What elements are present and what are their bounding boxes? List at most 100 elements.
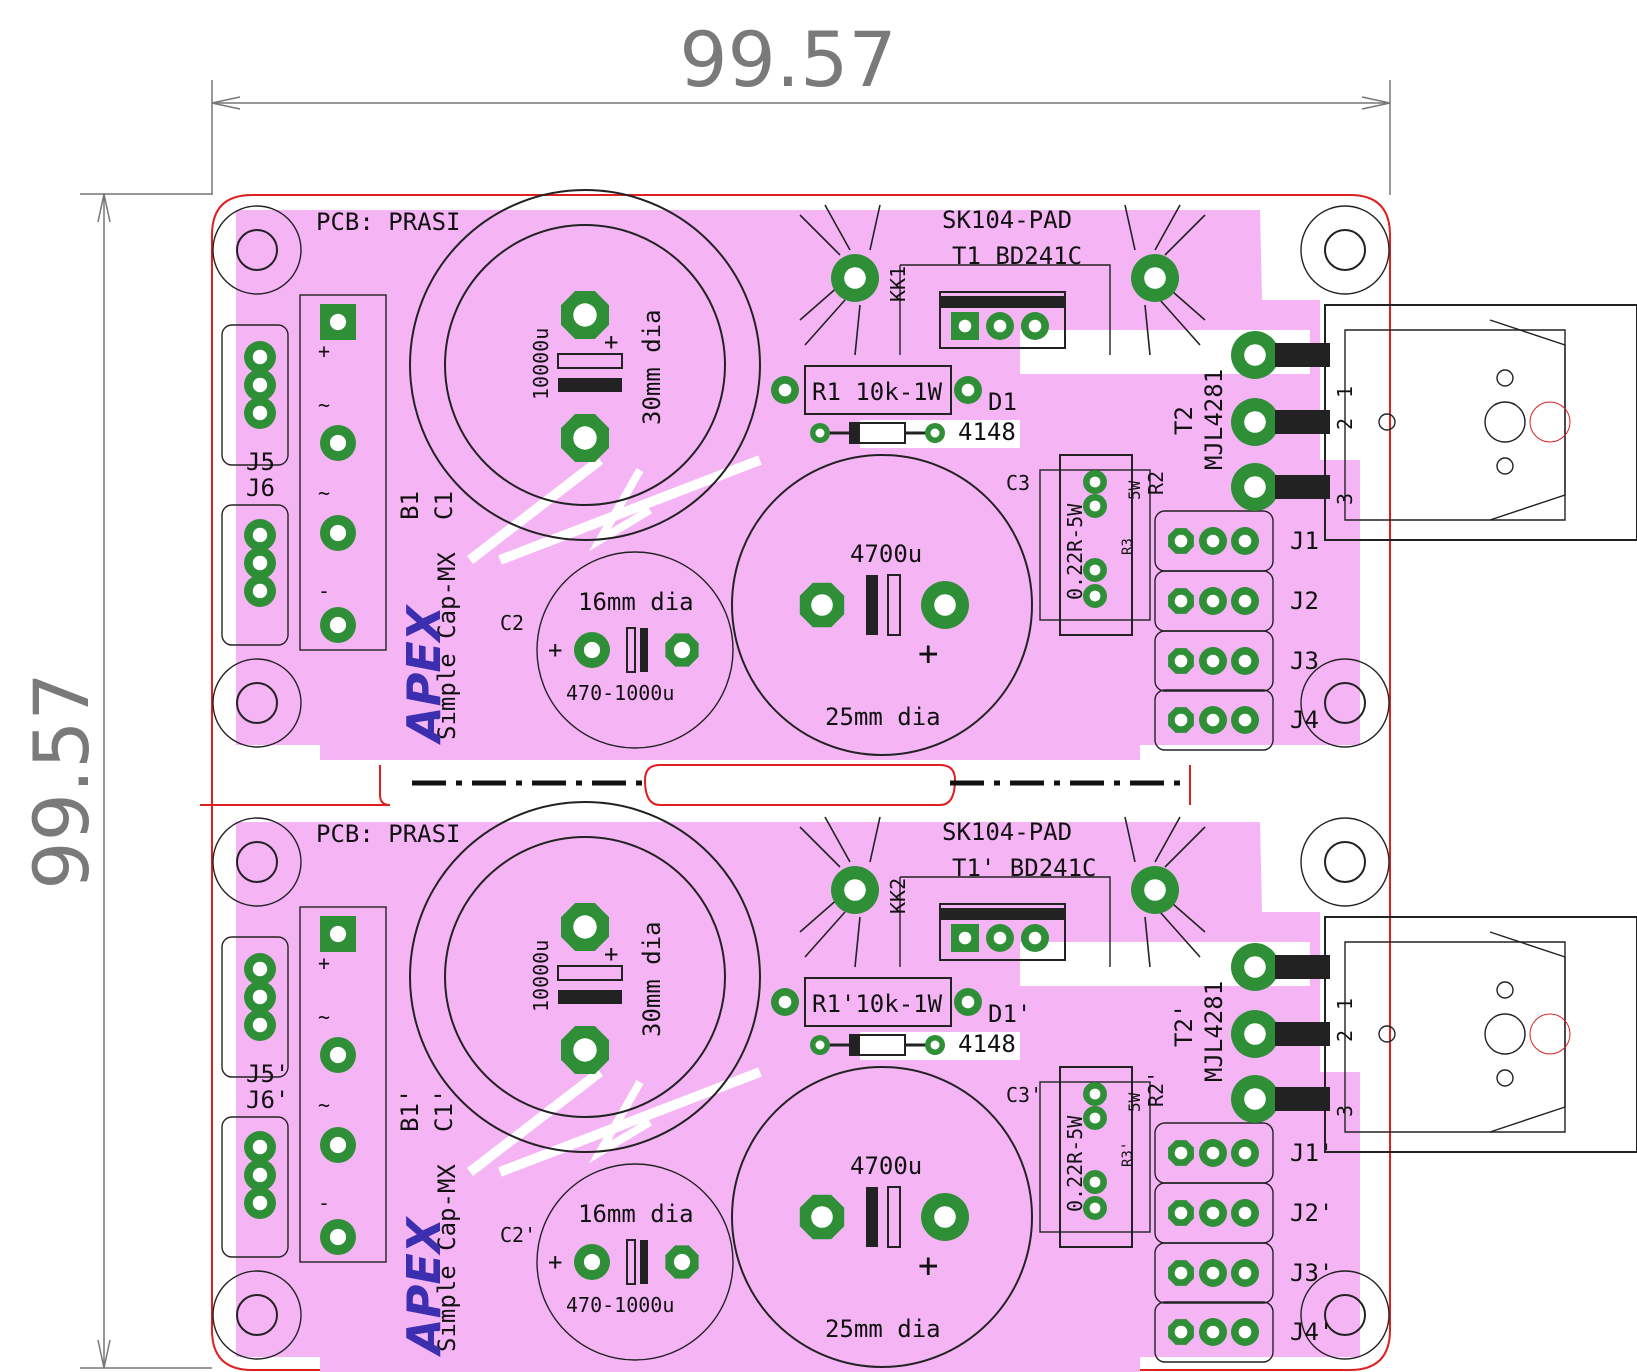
t2-part: MJL4281 bbox=[1200, 369, 1228, 470]
t2-small-hole bbox=[1496, 981, 1514, 999]
trace-gap bbox=[498, 1067, 762, 1177]
t2-dot bbox=[1378, 413, 1396, 431]
b1-pin-ac2-drill bbox=[329, 1136, 347, 1154]
t2-inner bbox=[1344, 941, 1566, 1133]
d1-band bbox=[850, 423, 860, 443]
t2-lead3 bbox=[1275, 475, 1330, 499]
mount-hole-bl-hole bbox=[236, 682, 278, 724]
c4-outline bbox=[731, 1066, 1033, 1368]
t2-hole-edge bbox=[1529, 401, 1571, 443]
t2-pin3-drill bbox=[1244, 476, 1266, 498]
j4-outline bbox=[1154, 1301, 1274, 1363]
t2-pin2-drill bbox=[1244, 1023, 1266, 1045]
t2-pin1-drill bbox=[1244, 956, 1266, 978]
mount-hole-br-hole bbox=[1324, 682, 1366, 724]
c1-label: C1 bbox=[430, 491, 458, 520]
j2-pin1-drill bbox=[1174, 1206, 1188, 1220]
j2-pin1-drill bbox=[1174, 594, 1188, 608]
t1-tab bbox=[940, 296, 1065, 308]
j4-label: J4' bbox=[1290, 1318, 1333, 1346]
c1-pin-plus-drill bbox=[573, 915, 597, 939]
t2-hole bbox=[1484, 1013, 1526, 1055]
t2-lead2 bbox=[1275, 1022, 1330, 1046]
c1-value: 10000u bbox=[529, 940, 553, 1012]
r-pin-drill bbox=[1089, 476, 1101, 488]
c4-dia: 25mm dia bbox=[825, 1315, 941, 1343]
mount-hole-tl bbox=[212, 817, 302, 907]
c2-value: 470-1000u bbox=[566, 681, 674, 705]
r2-label: R2 bbox=[1144, 471, 1168, 495]
c4-plate-neg bbox=[866, 575, 878, 635]
r-pin-drill bbox=[1089, 1202, 1101, 1214]
heatsink-body bbox=[899, 264, 1111, 355]
mount-hole-tl-hole bbox=[236, 841, 278, 883]
r2-label: R2' bbox=[1144, 1071, 1168, 1107]
r1-pin2-drill bbox=[961, 383, 975, 397]
j6-pin-drill bbox=[252, 555, 268, 571]
t1-tab bbox=[940, 908, 1065, 920]
product-name: Simple Cap-MX bbox=[433, 1164, 461, 1352]
board-edge bbox=[211, 194, 1391, 1371]
c1-symbol-plate-neg bbox=[558, 378, 622, 392]
t2-lead1 bbox=[1275, 955, 1330, 979]
j6-pin-drill bbox=[252, 583, 268, 599]
t2-pin3-label: 3 bbox=[1333, 493, 1357, 505]
t1-pin3-drill bbox=[1028, 319, 1042, 333]
r-pin-drill bbox=[1089, 590, 1101, 602]
dimension-height-label: 99.57 bbox=[17, 672, 106, 890]
j4-pin1-drill bbox=[1174, 1325, 1188, 1339]
t2-small-hole bbox=[1496, 1069, 1514, 1087]
b1-pin-minus-drill bbox=[329, 1228, 347, 1246]
j3-pin1-drill bbox=[1174, 1266, 1188, 1280]
b1-minus-mark: - bbox=[318, 579, 330, 603]
apex-logo: APEX bbox=[397, 603, 451, 745]
c4-value: 4700u bbox=[850, 1152, 922, 1180]
t1-outline bbox=[939, 291, 1066, 349]
c2-pin-plus-drill bbox=[583, 1253, 601, 1271]
j1-pin3-drill bbox=[1238, 1146, 1252, 1160]
b1-pin-ac1-drill bbox=[329, 1046, 347, 1064]
r1-label: R1'10k-1W bbox=[812, 990, 943, 1018]
j6-pin-drill bbox=[252, 1167, 268, 1183]
c2-pin-minus-drill bbox=[673, 1253, 691, 1271]
b1-plus-mark: + bbox=[318, 339, 330, 363]
j6-pin-drill bbox=[252, 1195, 268, 1211]
b1-pin-plus-drill bbox=[329, 313, 347, 331]
j1-pin2-drill bbox=[1206, 1146, 1220, 1160]
c3-label: C3 bbox=[1006, 471, 1030, 495]
j1-pin2-drill bbox=[1206, 534, 1220, 548]
b1-outline bbox=[299, 906, 387, 1263]
j4-label: J4 bbox=[1290, 706, 1319, 734]
c2-symbol bbox=[626, 1239, 636, 1285]
heatsink-fins bbox=[799, 204, 1206, 356]
mount-hole-tr-hole bbox=[1324, 229, 1366, 271]
b1-pin-ac2-drill bbox=[329, 524, 347, 542]
mount-hole-br-hole bbox=[1324, 1294, 1366, 1336]
j3-pin2-drill bbox=[1206, 654, 1220, 668]
c2-dia: 16mm dia bbox=[578, 588, 694, 616]
t2-hole-edge bbox=[1529, 1013, 1571, 1055]
apex-logo: APEX bbox=[397, 1215, 451, 1357]
d1-pin2-drill bbox=[930, 1040, 940, 1050]
mount-hole-br bbox=[1300, 658, 1390, 748]
t1-pin2-drill bbox=[993, 319, 1007, 333]
d1-label: D1' bbox=[988, 1000, 1031, 1028]
j5-pin-drill bbox=[252, 989, 268, 1005]
kk-label: KK2 bbox=[886, 878, 910, 914]
c2-symbol-neg bbox=[640, 1240, 648, 1284]
c1-outline-inner bbox=[444, 836, 726, 1118]
d1-pin2-drill bbox=[930, 428, 940, 438]
b1-ac-mark: ~ bbox=[318, 481, 330, 505]
product-name: Simple Cap-MX bbox=[433, 552, 461, 740]
c1-value: 10000u bbox=[529, 328, 553, 400]
t2-pin3-label: 3 bbox=[1333, 1105, 1357, 1117]
t2-lead1 bbox=[1275, 343, 1330, 367]
c4-pin-minus-drill bbox=[811, 594, 833, 616]
j6-label: J6 bbox=[246, 474, 275, 502]
j4-pin1-drill bbox=[1174, 713, 1188, 727]
j4-outline bbox=[1154, 689, 1274, 751]
c1-outline-inner bbox=[444, 224, 726, 506]
j5-label: J5' bbox=[246, 1060, 289, 1088]
t2-body bbox=[1324, 916, 1637, 1153]
